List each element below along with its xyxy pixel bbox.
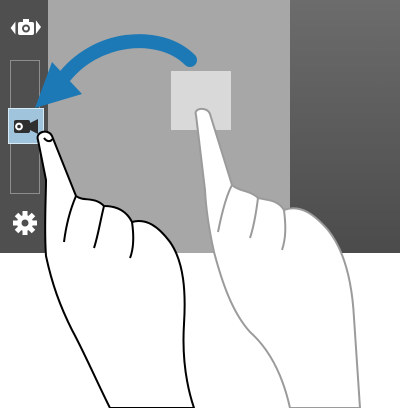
- end-hand: [196, 109, 360, 408]
- start-hand: [38, 132, 194, 408]
- drag-arrow: [62, 41, 190, 80]
